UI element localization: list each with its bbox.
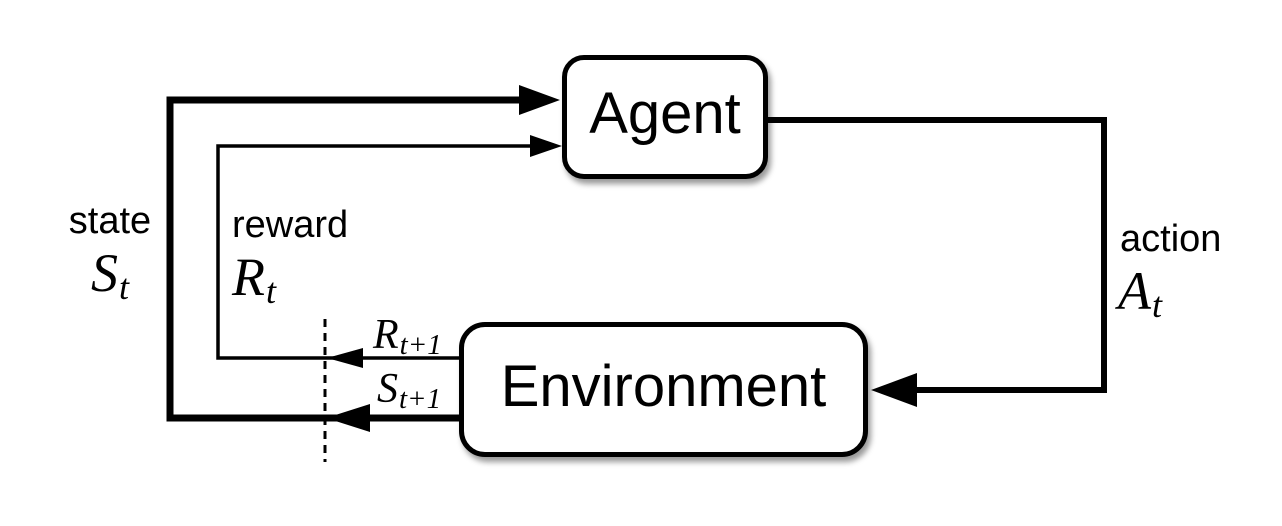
action-arrowhead-environment-icon: [871, 373, 917, 407]
state-label: state: [68, 200, 152, 242]
state-arrowhead-boundary-icon: [326, 404, 370, 432]
state-arrowhead-agent-icon: [519, 85, 560, 115]
state-arrow: [166, 96, 550, 422]
action-symbol: At: [1118, 261, 1163, 325]
next-state-symbol: St+1: [377, 366, 442, 416]
reward-arrowhead-agent-icon: [530, 135, 562, 157]
action-arrow: [765, 117, 1107, 393]
environment-label: Environment: [500, 353, 827, 419]
environment-node: Environment: [459, 322, 868, 457]
reward-arrowhead-boundary-icon: [327, 348, 363, 368]
next-reward-symbol: Rt+1: [373, 312, 442, 362]
state-symbol: St: [90, 243, 129, 307]
action-label: action: [1120, 218, 1222, 260]
reward-symbol: Rt: [232, 247, 277, 311]
reward-label: reward: [232, 204, 349, 246]
agent-node: Agent: [562, 55, 768, 179]
agent-label: Agent: [589, 81, 741, 146]
